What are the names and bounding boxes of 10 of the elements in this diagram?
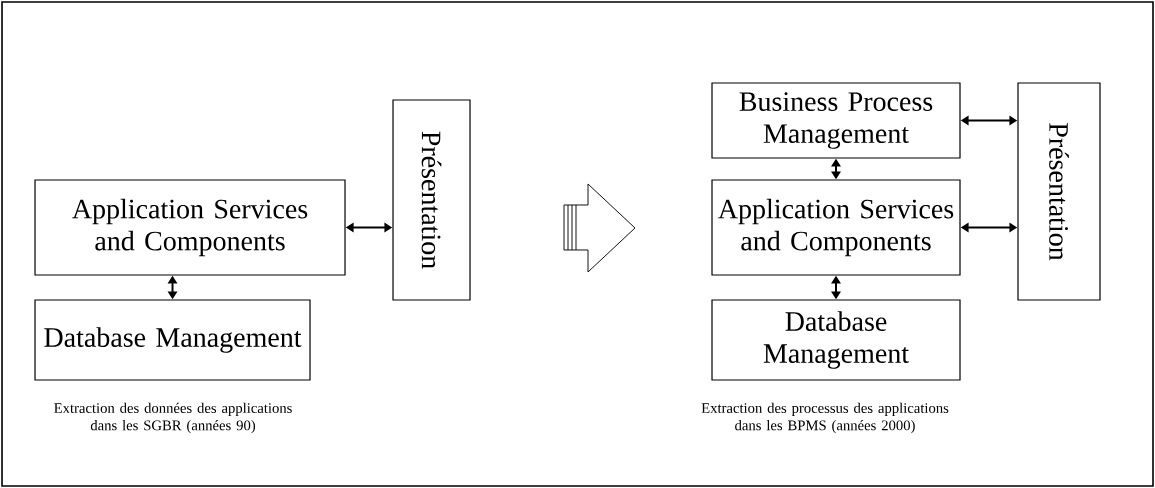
process-box: Database Management <box>711 299 961 381</box>
vertical-box: Présentation <box>392 99 471 301</box>
caption: Extraction des processus des applications dans les BPMS (années 2000) <box>701 402 949 434</box>
caption: Extraction des données des applications dans les SGBR (années 90) <box>54 402 292 434</box>
process-box: Application Services and Components <box>711 179 961 276</box>
process-box: Application Services and Components <box>34 179 346 276</box>
vertical-box: Présentation <box>1017 82 1101 301</box>
process-box: Database Management <box>34 299 311 381</box>
block-arrow <box>563 183 636 273</box>
process-box: Business Process Management <box>711 82 961 159</box>
